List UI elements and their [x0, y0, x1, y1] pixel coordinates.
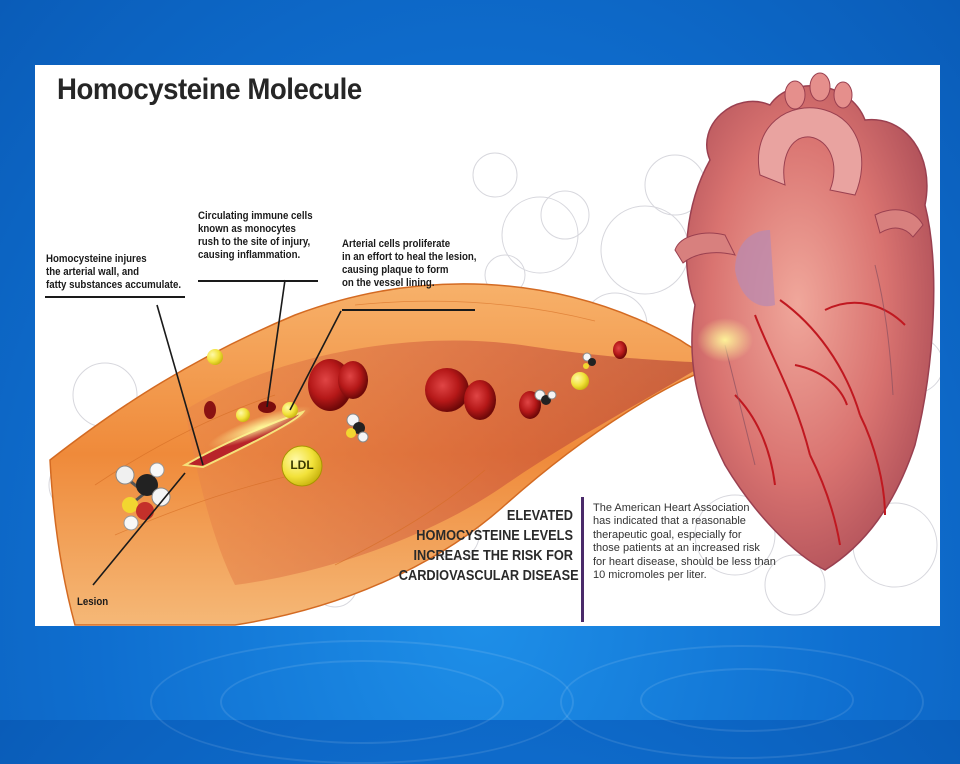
fatty-particles	[207, 349, 589, 422]
ldl-particle-icon	[281, 445, 323, 487]
callout-underline	[45, 296, 185, 298]
diagram-title: Homocysteine Molecule	[57, 73, 362, 106]
callout-plaque: Arterial cells proliferate in an effort …	[342, 238, 477, 289]
red-blood-cell-icon	[425, 368, 469, 412]
homocysteine-molecule-icon	[534, 389, 557, 405]
aha-recommendation: The American Heart Association has indic…	[593, 502, 776, 582]
headline-divider	[581, 497, 584, 622]
background-ripple	[220, 660, 504, 744]
homocysteine-molecule-icon	[582, 352, 596, 369]
callout-underline	[342, 309, 475, 311]
risk-headline: ELEVATED HOMOCYSTEINE LEVELS INCREASE TH…	[398, 508, 579, 584]
homocysteine-molecule-icon	[346, 413, 369, 443]
callout-lesion: Lesion	[77, 596, 109, 608]
red-blood-cell-icon	[613, 341, 627, 359]
red-blood-cell-icon	[338, 361, 368, 399]
illustration-panel: Homocysteine injures the arterial wall, …	[35, 65, 940, 626]
callout-pointers	[92, 279, 342, 586]
callout-immune-cells: Circulating immune cells known as monocy…	[198, 210, 313, 261]
background-ripple	[640, 668, 854, 732]
callout-underline	[198, 280, 318, 282]
red-blood-cell-icon	[204, 401, 216, 419]
ldl-label: LDL	[290, 458, 314, 472]
callout-wall-injury: Homocysteine injures the arterial wall, …	[46, 253, 182, 291]
heart-illustration	[674, 72, 935, 571]
homocysteine-artery-illustration	[48, 72, 940, 626]
red-blood-cell-icon	[464, 380, 496, 420]
red-blood-cells	[204, 341, 627, 420]
